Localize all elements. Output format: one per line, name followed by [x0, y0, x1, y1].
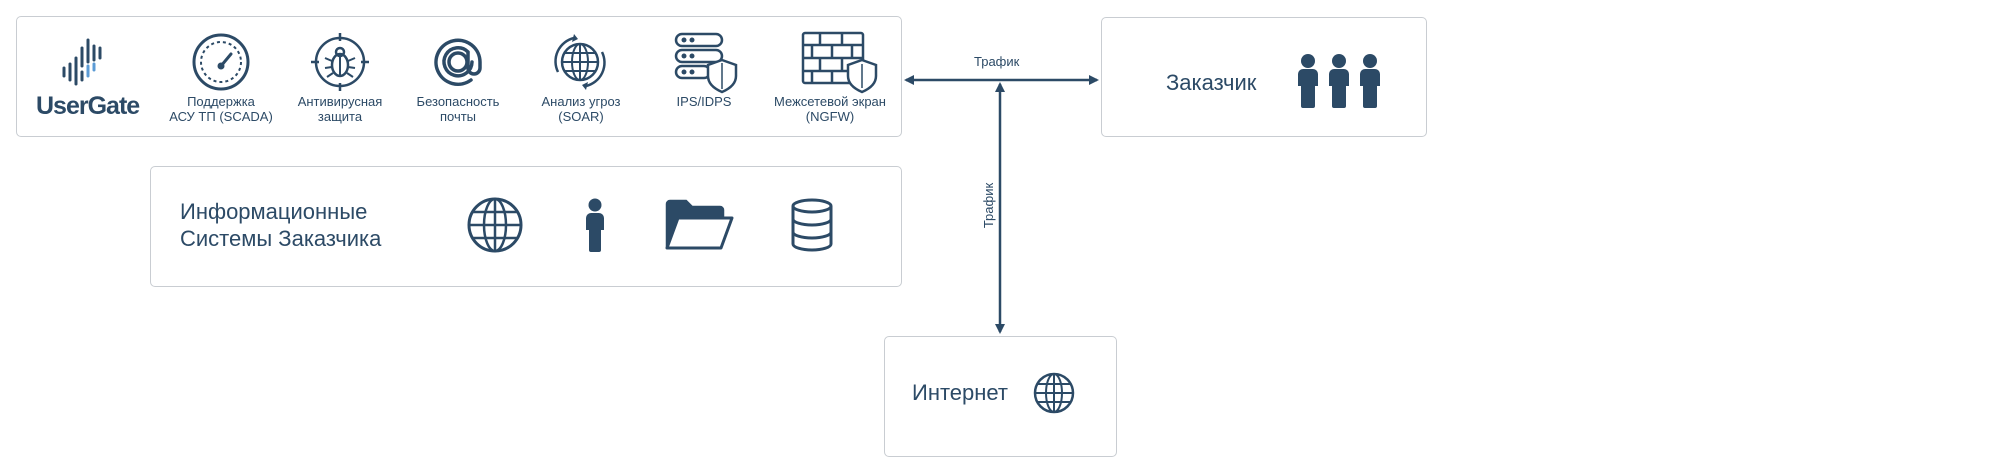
feature-caption-mail: Безопасность почты [417, 94, 500, 124]
database-icon [791, 198, 833, 252]
feature-caption-line: (SOAR) [558, 109, 604, 124]
info-systems-title-line: Информационные [180, 199, 368, 224]
feature-caption-ngfw: Межсетевой экран (NGFW) [774, 94, 886, 124]
feature-caption-line: почты [439, 109, 477, 124]
internet-panel [884, 336, 1117, 457]
info-systems-title-line: Системы Заказчика [180, 226, 382, 251]
feature-caption-line: Безопасность [416, 94, 500, 109]
feature-caption-soar: Анализ угроз (SOAR) [541, 94, 620, 124]
at-sign-icon [434, 38, 482, 86]
globe-cycle-icon [554, 34, 606, 90]
feature-caption-line: (NGFW) [805, 109, 855, 124]
usergate-logo-icon [62, 38, 102, 86]
feature-caption-antivirus: Антивирусная защита [298, 94, 383, 124]
feature-caption-line: Антивирусная [297, 94, 383, 109]
feature-caption-line: Поддержка [187, 94, 255, 109]
globe-icon [467, 197, 523, 253]
feature-caption-line: АСУ ТП (SCADA) [169, 109, 273, 124]
feature-caption-line: защита [317, 109, 363, 124]
feature-caption-line: Межсетевой экран [774, 94, 886, 109]
usergate-logo-text: UserGate [36, 92, 140, 120]
feature-caption-scada: Поддержка АСУ ТП (SCADA) [169, 94, 273, 124]
bug-target-icon [311, 33, 369, 91]
feature-caption-line: IPS/IDPS [676, 94, 732, 109]
horizontal-traffic-label: Трафик [974, 54, 1020, 69]
feature-caption-line: Анализ угроз [541, 94, 621, 109]
gauge-icon [192, 33, 250, 91]
internet-label: Интернет [912, 380, 1008, 405]
feature-caption-ips: IPS/IDPS [677, 94, 732, 109]
folder-icon [665, 199, 734, 250]
info-systems-title: Информационные Системы Заказчика [180, 198, 381, 252]
vertical-traffic-label: Трафик [981, 182, 997, 229]
firewall-shield-icon [801, 31, 878, 94]
info-systems-panel [150, 166, 902, 287]
internet-globe-icon [1033, 372, 1075, 414]
customer-label: Заказчик [1166, 70, 1257, 95]
person-icon [586, 198, 604, 252]
people-icon [1298, 54, 1380, 108]
server-shield-icon [674, 32, 738, 94]
